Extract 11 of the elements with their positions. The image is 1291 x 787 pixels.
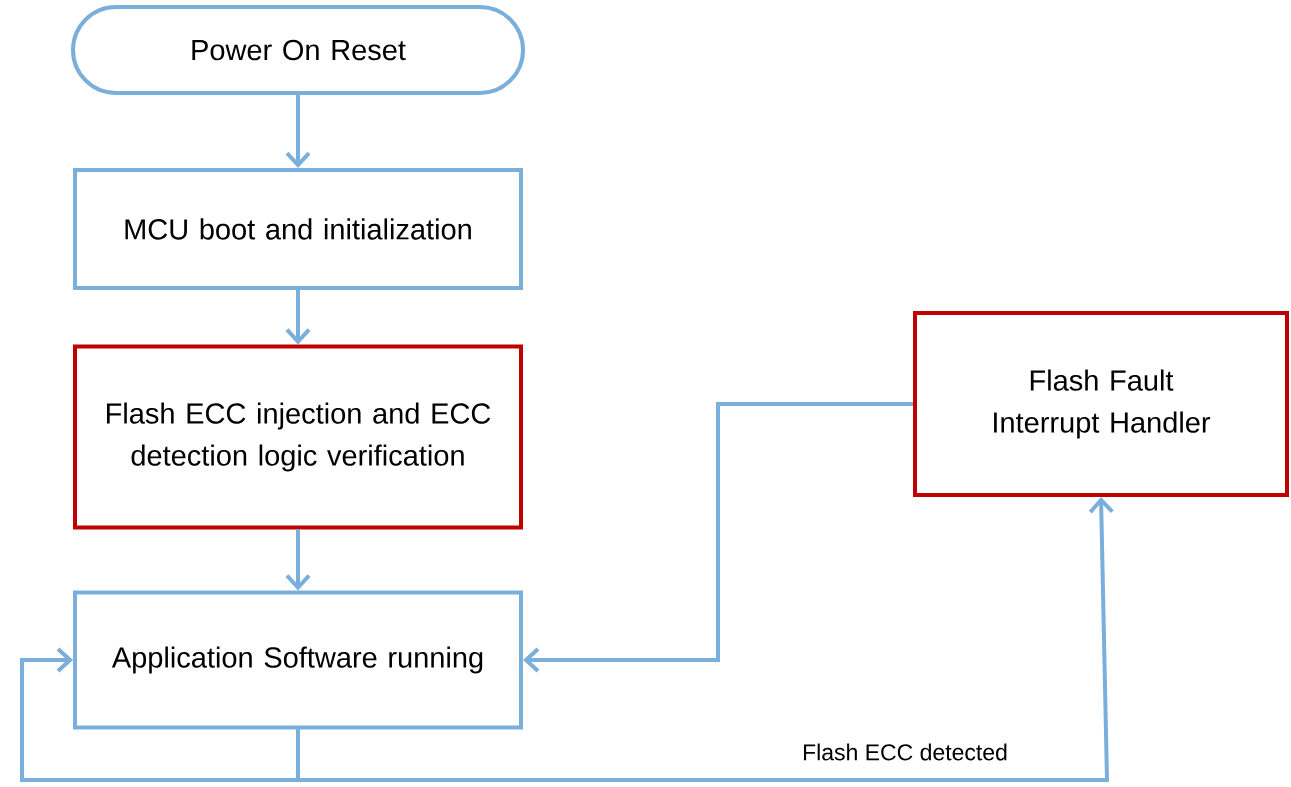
arrow xyxy=(285,95,311,168)
edge-label: Flash ECC detected xyxy=(800,741,1010,763)
arrow xyxy=(285,529,311,591)
terminal-box: Power On Reset xyxy=(71,5,525,95)
process-box: Application Software running xyxy=(73,590,523,730)
arrow xyxy=(296,497,1114,782)
arrow xyxy=(523,402,913,673)
arrow xyxy=(285,290,311,345)
process-box: Flash Fault Interrupt Handler xyxy=(913,311,1289,497)
process-box: Flash ECC injection and ECC detection logic verification xyxy=(73,344,523,530)
process-box: MCU boot and initialization xyxy=(73,168,523,290)
